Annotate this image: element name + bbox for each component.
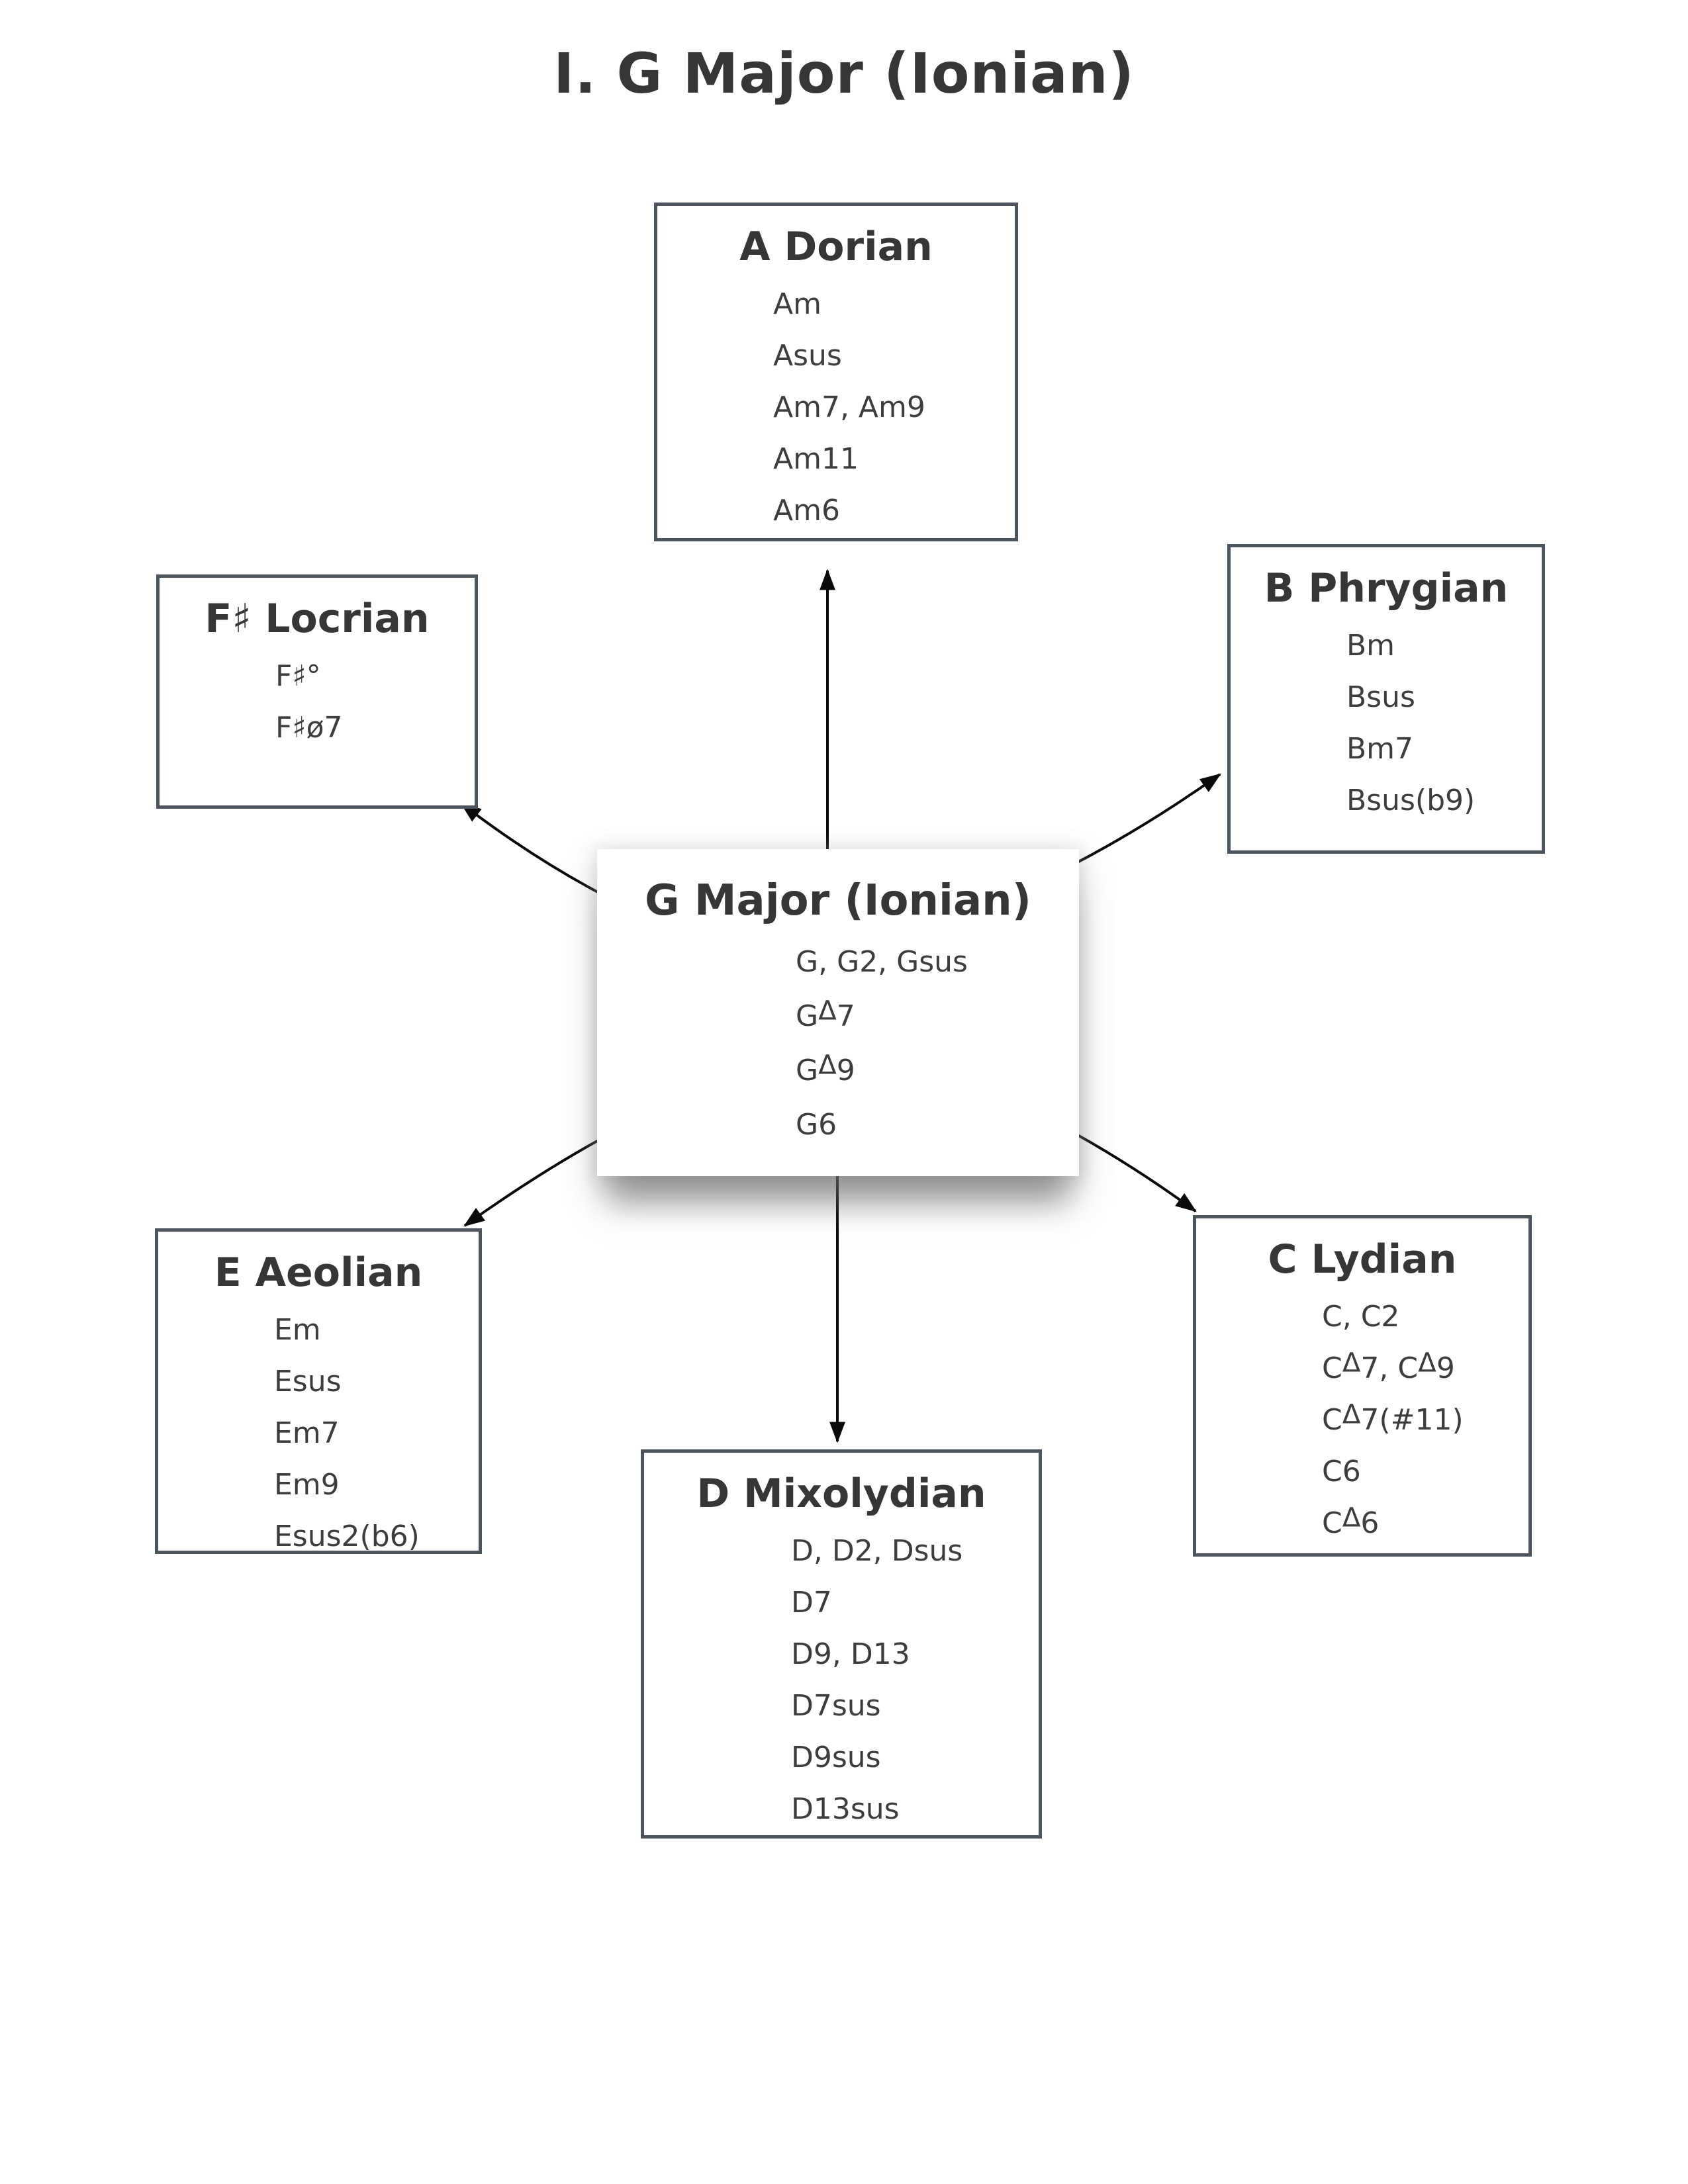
chord-item: Em9 — [274, 1468, 340, 1502]
chord-item: F♯ø7 — [275, 711, 343, 745]
chord-item: Esus — [274, 1365, 342, 1398]
chord-item: CΔ6 — [1322, 1501, 1380, 1540]
delta-symbol: Δ — [818, 994, 837, 1026]
delta-symbol: Δ — [818, 1048, 837, 1081]
box-title: G Major (Ionian) — [645, 876, 1031, 925]
chord-item: Bm — [1346, 629, 1395, 662]
chord-item: F♯° — [275, 659, 321, 693]
chord-item: GΔ7 — [796, 994, 855, 1033]
chord-item: Asus — [773, 339, 842, 373]
box-title: C Lydian — [1268, 1236, 1457, 1283]
chord-item: C, C2 — [1322, 1300, 1400, 1334]
delta-symbol: Δ — [1342, 1346, 1361, 1379]
page-title: I. G Major (Ionian) — [553, 41, 1135, 106]
chord-item: G, G2, Gsus — [796, 945, 968, 979]
chord-item: D13sus — [791, 1792, 900, 1826]
chord-item: D, D2, Dsus — [791, 1534, 963, 1568]
box-title: A Dorian — [739, 224, 933, 270]
chord-item: GΔ9 — [796, 1048, 855, 1087]
box-title: F♯ Locrian — [205, 596, 430, 642]
box-title: B Phrygian — [1264, 565, 1509, 612]
chord-item: Bsus — [1346, 680, 1415, 714]
chord-item: Em7 — [274, 1416, 340, 1450]
box-title: E Aeolian — [214, 1250, 423, 1296]
chord-item: Am — [773, 287, 821, 321]
chord-item: CΔ7(#11) — [1322, 1398, 1464, 1437]
delta-symbol: Δ — [1342, 1398, 1361, 1430]
chord-item: D7sus — [791, 1689, 881, 1723]
chord-item: Bsus(b9) — [1346, 784, 1476, 817]
chord-item: D9, D13 — [791, 1637, 910, 1671]
chord-item: CΔ7, CΔ9 — [1322, 1346, 1455, 1385]
delta-symbol: Δ — [1418, 1346, 1436, 1379]
chord-item: Am7, Am9 — [773, 390, 925, 424]
chord-item: Am6 — [773, 494, 840, 527]
delta-symbol: Δ — [1342, 1501, 1361, 1533]
chord-item: Am11 — [773, 442, 859, 476]
chord-item: Em — [274, 1313, 321, 1347]
chord-item: Esus2(b6) — [274, 1520, 420, 1553]
chord-item: D7 — [791, 1586, 832, 1619]
mode-box-f-sharp-locrian: F♯ Locrian F♯° F♯ø7 — [156, 574, 478, 809]
chord-item: D9sus — [791, 1741, 881, 1774]
chord-list: F♯° F♯ø7 — [160, 651, 475, 754]
chord-item: C6 — [1322, 1455, 1361, 1488]
chord-item: G6 — [796, 1108, 837, 1142]
box-title: D Mixolydian — [696, 1471, 986, 1517]
chord-item: Bm7 — [1346, 732, 1414, 766]
